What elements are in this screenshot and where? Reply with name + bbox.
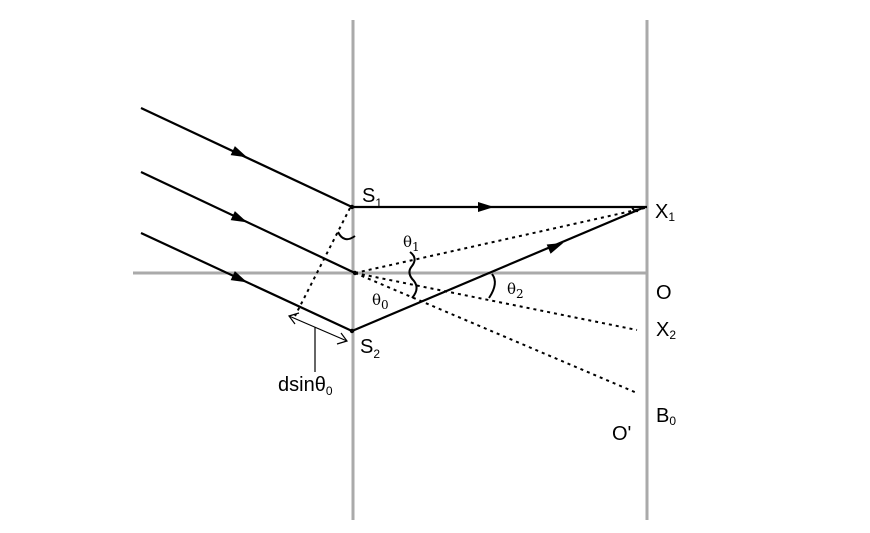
incident-ray-1-arrow — [230, 146, 248, 158]
wavefront-dotted-line — [294, 207, 351, 317]
ray-s2-to-x1-arrow — [546, 242, 564, 254]
incident-ray-3-arrow — [230, 271, 248, 283]
path-difference-arrowhead-left — [288, 312, 300, 325]
theta-brace-arc — [408, 251, 418, 299]
incident-ray-2 — [140, 171, 356, 274]
theta2-arc — [488, 273, 496, 299]
label-x1: X1 — [655, 201, 675, 224]
dotted-mid-to-x2 — [354, 272, 638, 331]
label-path-difference: dsinθ0 — [278, 374, 333, 398]
label-b0: B0 — [656, 405, 676, 428]
label-theta2: θ2 — [507, 280, 524, 301]
dotted-mid-to-o-prime — [354, 272, 638, 394]
label-s1: S1 — [362, 185, 382, 210]
label-x2: X2 — [656, 319, 676, 342]
path-difference-arrow — [288, 315, 348, 342]
incident-ray-2-arrow — [230, 211, 248, 223]
incidence-angle-arc — [337, 231, 356, 241]
label-o-prime: O' — [612, 423, 631, 445]
x1-angle-arc — [631, 206, 639, 213]
ray-s2-to-x1 — [351, 205, 646, 333]
path-difference-arrowhead-right — [336, 332, 348, 345]
label-o: O — [656, 282, 672, 304]
incident-ray-1 — [140, 107, 353, 208]
dotted-mid-to-x1 — [354, 207, 646, 274]
ray-s1-to-x1-arrow — [478, 202, 494, 212]
label-s2: S2 — [360, 336, 380, 361]
label-theta1: θ1 — [403, 233, 420, 254]
label-theta0: θ0 — [372, 291, 389, 312]
